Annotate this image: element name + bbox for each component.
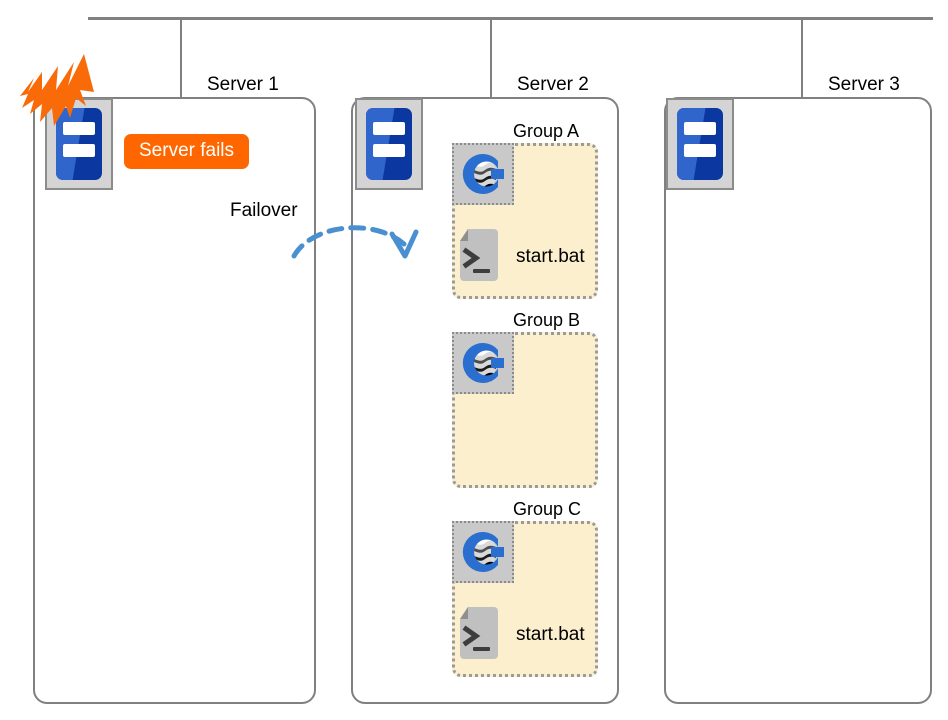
- server-icon-bar-top: [63, 122, 95, 135]
- server-icon-bar-bottom: [373, 144, 405, 157]
- group-label-3: Group C: [513, 499, 582, 519]
- bat-script-file-icon[interactable]: [456, 227, 502, 285]
- server-icon-body: [677, 108, 723, 180]
- cluster-g-icon[interactable]: [452, 332, 514, 394]
- server-panel-3[interactable]: [664, 97, 932, 704]
- server-machine-icon-2[interactable]: [355, 98, 423, 190]
- group-label-2: Group B: [513, 310, 581, 330]
- group-script-row-1[interactable]: start.bat: [456, 227, 585, 285]
- column-tick-2: [490, 18, 492, 98]
- group-label-1: Group A: [513, 121, 580, 141]
- failover-arrow-icon: [288, 208, 424, 273]
- top-rule: [88, 17, 933, 20]
- script-file-name-1: start.bat: [516, 245, 585, 267]
- server-label-3: Server 3: [828, 74, 900, 95]
- server-machine-icon-3[interactable]: [666, 98, 734, 190]
- server-icon-bar-top: [373, 122, 405, 135]
- failure-burst-icon: [12, 46, 98, 139]
- server-icon-bar-bottom: [684, 144, 716, 157]
- column-tick-1: [180, 18, 182, 98]
- cluster-g-icon[interactable]: [452, 143, 514, 205]
- server-machine-icon-1[interactable]: [45, 98, 113, 190]
- server-label-2: Server 2: [517, 74, 589, 95]
- server-fails-badge: Server fails: [124, 134, 250, 169]
- server-label-1: Server 1: [207, 74, 279, 95]
- server-icon-body: [366, 108, 412, 180]
- cluster-g-icon[interactable]: [452, 521, 514, 583]
- server-icon-bar-bottom: [63, 144, 95, 157]
- server-icon-body: [56, 108, 102, 180]
- failover-label: Failover: [230, 200, 298, 221]
- script-file-name-3: start.bat: [516, 623, 585, 645]
- server-panel-1[interactable]: [33, 97, 316, 704]
- group-script-row-3[interactable]: start.bat: [456, 605, 585, 663]
- server-icon-bar-top: [684, 122, 716, 135]
- column-tick-3: [801, 18, 803, 98]
- bat-script-file-icon[interactable]: [456, 605, 502, 663]
